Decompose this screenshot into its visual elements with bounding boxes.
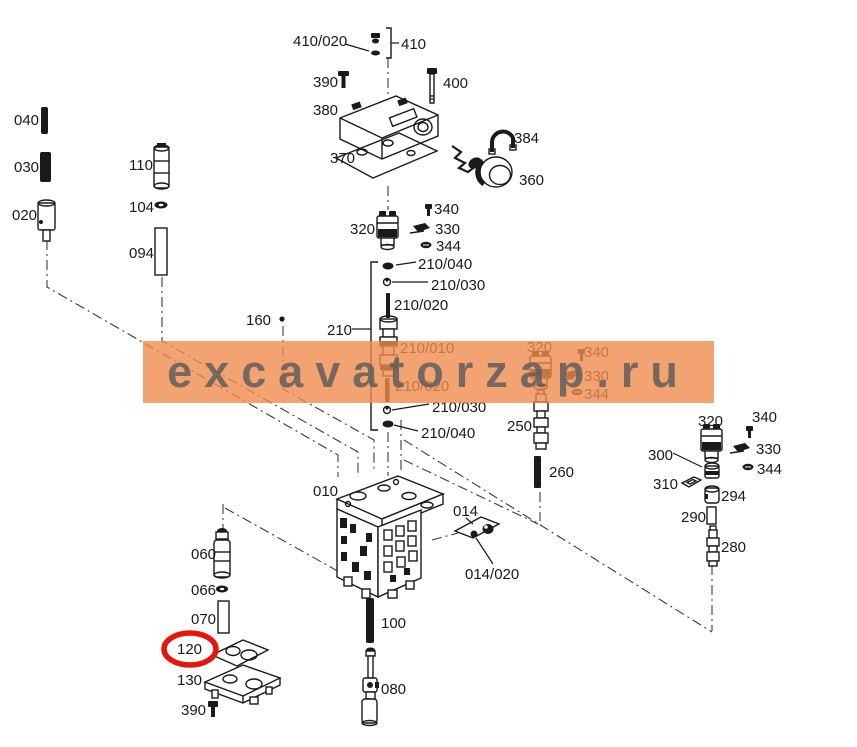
part-label-310: 310 bbox=[653, 476, 679, 493]
part-label-330-c: 330 bbox=[756, 441, 782, 458]
part-drawing-300 bbox=[672, 452, 720, 479]
part-label-080: 080 bbox=[381, 681, 407, 698]
part-drawing-110 bbox=[153, 143, 170, 190]
part-label-370: 370 bbox=[330, 150, 356, 167]
part-drawing-310 bbox=[680, 476, 703, 488]
part-drawing-010 bbox=[335, 475, 445, 599]
part-label-280: 280 bbox=[721, 539, 747, 556]
part-label-290: 290 bbox=[681, 509, 707, 526]
part-label-210-030-a: 210/030 bbox=[431, 277, 486, 294]
red-highlight-ellipse bbox=[161, 630, 219, 668]
part-label-014-020: 014/020 bbox=[465, 566, 520, 583]
part-drawing-120 bbox=[210, 639, 270, 667]
part-label-094: 094 bbox=[129, 245, 155, 262]
part-label-120: 120 bbox=[177, 641, 203, 658]
part-label-010: 010 bbox=[313, 483, 339, 500]
part-drawing-370 bbox=[334, 132, 439, 179]
part-drawing-060 bbox=[213, 528, 231, 579]
part-drawing-390-top bbox=[338, 71, 349, 88]
part-label-340-a: 340 bbox=[434, 201, 460, 218]
part-label-260: 260 bbox=[549, 464, 575, 481]
watermark-text: excavatorzap.ru bbox=[143, 341, 714, 403]
part-label-070: 070 bbox=[191, 611, 217, 628]
part-drawing-410-020 bbox=[371, 33, 380, 56]
part-drawing-020 bbox=[37, 199, 56, 242]
part-label-294: 294 bbox=[721, 488, 747, 505]
part-label-320-a: 320 bbox=[350, 221, 376, 238]
part-label-340-c: 340 bbox=[752, 409, 778, 426]
part-drawing-320-a bbox=[376, 210, 399, 251]
part-label-110: 110 bbox=[129, 157, 153, 174]
part-label-250: 250 bbox=[507, 418, 533, 435]
part-label-030: 030 bbox=[14, 159, 40, 176]
part-drawing-094 bbox=[154, 227, 168, 276]
part-drawing-210-020-a bbox=[386, 293, 390, 318]
part-label-360: 360 bbox=[519, 172, 545, 189]
part-drawing-130 bbox=[203, 664, 282, 705]
part-label-210-020-a: 210/020 bbox=[394, 297, 449, 314]
part-label-066: 066 bbox=[191, 582, 217, 599]
part-label-020: 020 bbox=[12, 207, 38, 224]
part-label-210-040-b: 210/040 bbox=[421, 425, 476, 442]
part-drawing-080 bbox=[361, 647, 379, 727]
part-drawing-294 bbox=[704, 485, 720, 504]
part-drawing-066 bbox=[216, 585, 228, 593]
part-drawing-030 bbox=[40, 152, 51, 182]
part-label-410-020: 410/020 bbox=[293, 33, 348, 50]
part-drawing-360 bbox=[451, 145, 513, 188]
part-label-040: 040 bbox=[14, 112, 40, 129]
part-drawing-380 bbox=[339, 95, 439, 160]
part-drawing-104 bbox=[154, 201, 168, 209]
part-drawing-344-c bbox=[742, 463, 754, 471]
part-drawing-384 bbox=[488, 129, 517, 155]
part-drawing-100 bbox=[366, 598, 374, 643]
part-drawing-210-040-b bbox=[382, 420, 419, 432]
part-label-400: 400 bbox=[443, 75, 469, 92]
part-label-210-030-b: 210/030 bbox=[432, 399, 487, 416]
part-label-104: 104 bbox=[129, 199, 155, 216]
part-drawing-210-030-a bbox=[382, 277, 428, 287]
part-drawing-330-a bbox=[409, 222, 431, 234]
part-drawing-330-c bbox=[729, 442, 751, 454]
part-drawing-210-040-a bbox=[382, 261, 417, 270]
part-drawing-070 bbox=[217, 600, 230, 634]
part-label-100: 100 bbox=[381, 615, 407, 632]
part-label-384: 384 bbox=[514, 130, 540, 147]
part-label-380: 380 bbox=[313, 102, 339, 119]
part-drawing-340-c bbox=[746, 426, 753, 438]
part-label-410: 410 bbox=[401, 36, 427, 53]
part-label-344-c: 344 bbox=[757, 461, 783, 478]
part-label-060: 060 bbox=[191, 546, 217, 563]
part-drawing-210-030-b bbox=[382, 403, 430, 415]
part-label-300: 300 bbox=[648, 447, 674, 464]
bracket-410 bbox=[344, 27, 399, 59]
part-label-320-c: 320 bbox=[698, 413, 724, 430]
watermark-text-label: excavatorzap.ru bbox=[167, 346, 690, 397]
part-label-344-a: 344 bbox=[436, 238, 462, 255]
part-label-390-bottom: 390 bbox=[181, 702, 207, 719]
part-drawing-344-a bbox=[420, 241, 432, 249]
part-label-210: 210 bbox=[327, 322, 353, 339]
watermark-band bbox=[143, 341, 714, 403]
part-label-014: 014 bbox=[453, 503, 479, 520]
part-drawing-400 bbox=[427, 68, 437, 104]
part-drawing-260 bbox=[534, 456, 541, 488]
part-label-330-a: 330 bbox=[435, 221, 461, 238]
part-drawing-160 bbox=[279, 316, 285, 322]
part-drawing-290 bbox=[706, 506, 717, 525]
part-label-130: 130 bbox=[177, 672, 203, 689]
part-label-160: 160 bbox=[246, 312, 272, 329]
part-label-390-top: 390 bbox=[313, 74, 339, 91]
part-drawing-280 bbox=[706, 525, 720, 567]
part-drawing-014 bbox=[453, 516, 501, 565]
part-drawing-340-a bbox=[425, 204, 432, 216]
part-drawing-040 bbox=[41, 107, 48, 134]
part-drawing-390-bottom bbox=[208, 701, 218, 717]
part-label-210-040-a: 210/040 bbox=[418, 256, 473, 273]
